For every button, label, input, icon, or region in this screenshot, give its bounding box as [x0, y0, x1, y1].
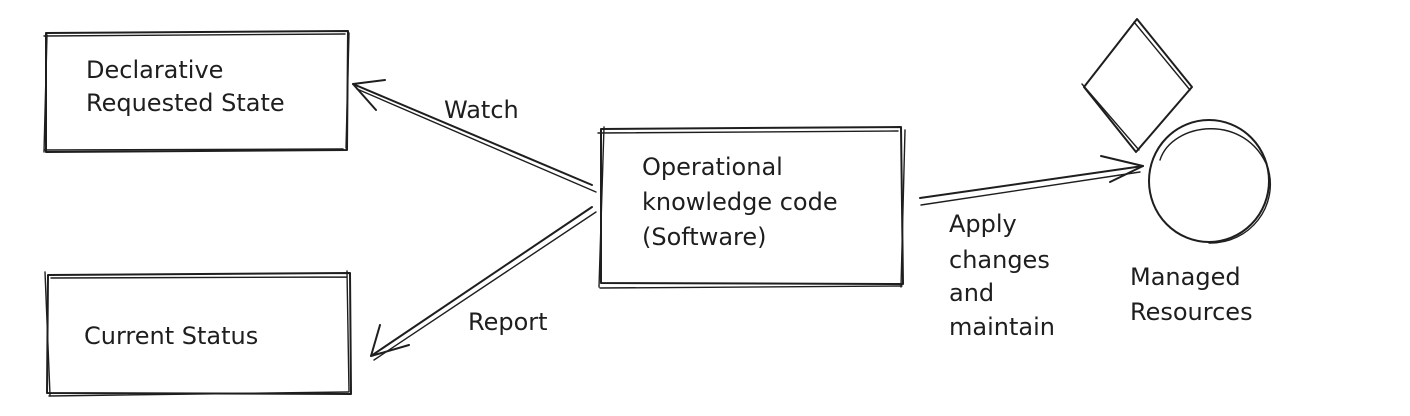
operator-label-line2: knowledge code — [642, 188, 838, 216]
watch-arrow: Watch — [352, 79, 597, 193]
requested-state-box: Declarative Requested State — [43, 30, 350, 153]
requested-state-label-line2: Requested State — [86, 89, 285, 117]
requested-state-label-line1: Declarative — [86, 56, 223, 84]
apply-label-line4: maintain — [949, 313, 1055, 341]
watch-label: Watch — [444, 96, 519, 124]
operator-label-line3: (Software) — [642, 223, 767, 251]
apply-label-line1: Apply — [949, 210, 1017, 238]
resources-label-line1: Managed — [1130, 263, 1241, 291]
resources-label-line2: Resources — [1130, 298, 1253, 326]
diamond-shape — [1083, 18, 1193, 153]
current-status-label: Current Status — [84, 322, 258, 350]
current-status-box: Current Status — [44, 270, 352, 397]
operator-box: Operational knowledge code (Software) — [597, 126, 906, 289]
report-label: Report — [468, 308, 548, 336]
apply-arrow: Apply changes and maintain — [919, 155, 1144, 341]
circle-shape — [1148, 119, 1270, 243]
apply-label-line3: and — [949, 279, 994, 307]
apply-label-line2: changes — [949, 246, 1050, 274]
report-arrow: Report — [370, 206, 597, 361]
operator-label-line1: Operational — [642, 153, 783, 181]
managed-resources: Managed Resources — [1081, 18, 1271, 326]
